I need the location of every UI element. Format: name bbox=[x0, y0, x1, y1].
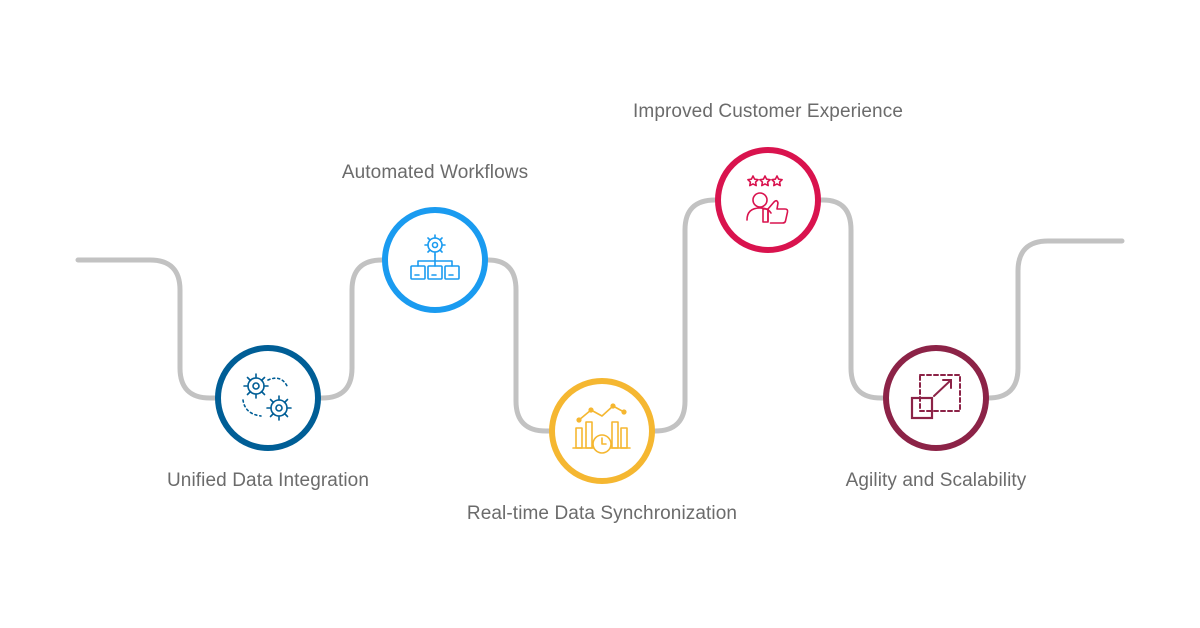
gears-icon bbox=[242, 373, 292, 421]
scale-up-icon bbox=[910, 374, 961, 420]
step-circle bbox=[549, 378, 655, 484]
step-circle bbox=[715, 147, 821, 253]
step-unified-data-integration bbox=[215, 345, 321, 451]
workflow-icon bbox=[410, 234, 460, 280]
step-label-unified-data-integration: Unified Data Integration bbox=[166, 470, 370, 491]
step-real-time-data-synchronization bbox=[549, 378, 655, 484]
chart-clock-icon bbox=[572, 403, 631, 454]
step-improved-customer-experience bbox=[715, 147, 821, 253]
connector-path bbox=[75, 197, 1125, 434]
step-circle bbox=[883, 345, 989, 451]
step-label-improved-customer-experience: Improved Customer Experience bbox=[633, 101, 903, 122]
step-automated-workflows bbox=[382, 207, 488, 313]
step-label-automated-workflows: Automated Workflows bbox=[341, 162, 529, 183]
step-label-real-time-data-synchronization: Real-time Data Synchronization bbox=[466, 503, 738, 524]
step-agility-and-scalability bbox=[883, 345, 989, 451]
step-circle bbox=[215, 345, 321, 451]
step-label-agility-and-scalability: Agility and Scalability bbox=[845, 470, 1027, 491]
rating-thumbs-up-icon bbox=[746, 175, 789, 224]
